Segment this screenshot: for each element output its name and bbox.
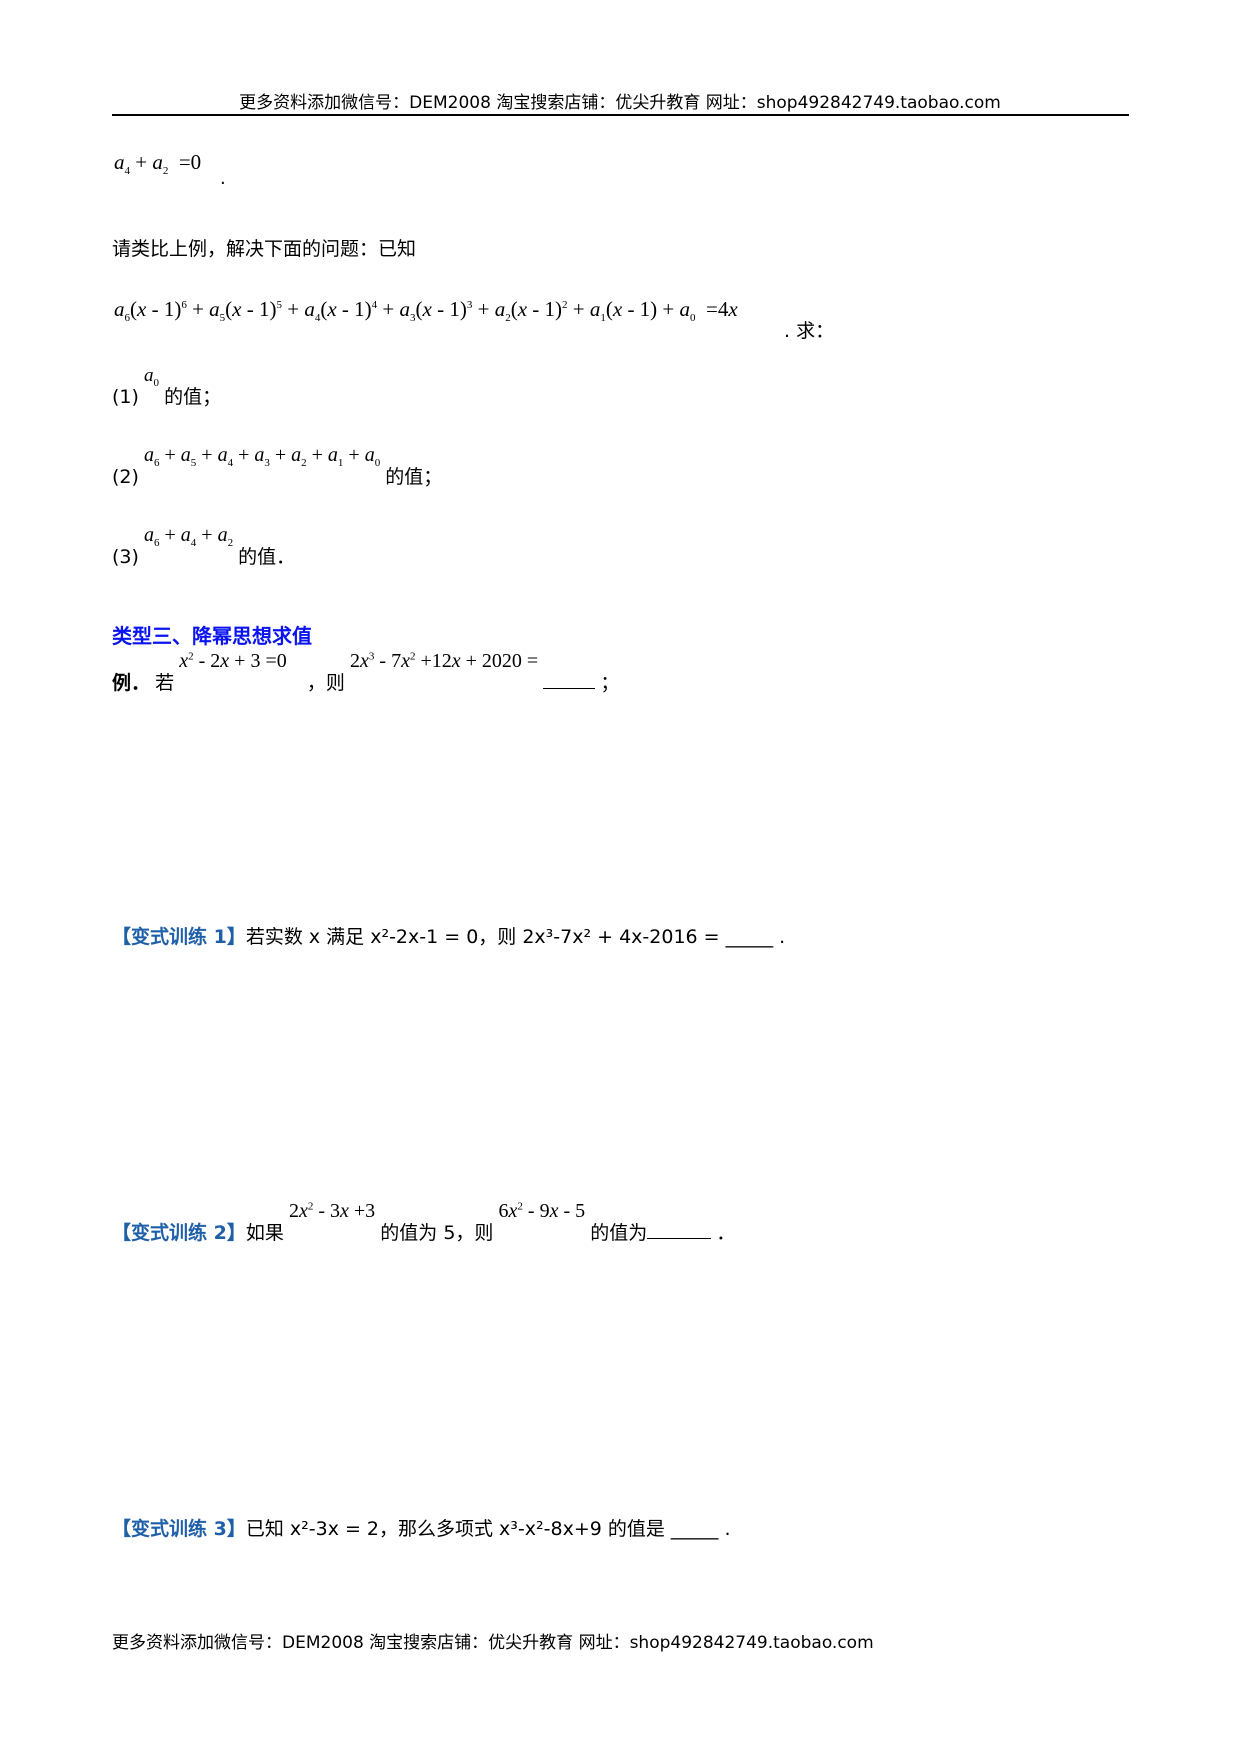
- header-divider: [112, 114, 1129, 116]
- question-number: (3): [112, 546, 139, 568]
- ask-text: . 求：: [784, 320, 835, 342]
- section-title: 类型三、降幂思想求值: [112, 624, 312, 648]
- variant-1: 【变式训练 1】若实数 x 满足 x²-2x-1 = 0，则 2x³-7x² +…: [112, 922, 785, 949]
- question-tail: 的值；: [385, 466, 443, 488]
- variant-label: 【变式训练 3】: [112, 1518, 246, 1540]
- given-equation: a6(x - 1)6 + a5(x - 1)5 + a4(x - 1)4 + a…: [114, 297, 738, 325]
- page-header: 更多资料添加微信号：DEM2008 淘宝搜索店铺：优尖升教育 网址：shop49…: [239, 93, 1001, 113]
- variant-3: 【变式训练 3】已知 x²-3x = 2，那么多项式 x³-x²-8x+9 的值…: [112, 1514, 731, 1541]
- variant-expression-1: 2x2 - 3x +3: [288, 1200, 376, 1222]
- example-line: 例． 若 x2 - 2x + 3 =0 ，则 2x3 - 7x2 +12x + …: [112, 650, 620, 695]
- variant-2: 【变式训练 2】如果 2x2 - 3x +3 的值为 5，则 6x2 - 9x …: [112, 1200, 736, 1245]
- variant-pre: 如果: [245, 1222, 284, 1244]
- page-footer: 更多资料添加微信号：DEM2008 淘宝搜索店铺：优尖升教育 网址：shop49…: [112, 1633, 874, 1653]
- question-number: (1): [112, 386, 139, 408]
- example-then: ，则: [306, 672, 345, 694]
- previous-equation-period: .: [220, 168, 226, 189]
- example-expression: 2x3 - 7x2 +12x + 2020 =: [350, 650, 539, 672]
- variant-text: 已知 x²-3x = 2，那么多项式 x³-x²-8x+9 的值是 _____ …: [245, 1518, 731, 1540]
- analogy-text: 请类比上例，解决下面的问题：已知: [112, 238, 417, 260]
- example-if: 若: [155, 672, 175, 694]
- previous-equation: a4 + a2 =0: [114, 150, 202, 178]
- question-3: (3) a6 + a4 + a2 的值．: [112, 524, 296, 569]
- example-condition: x2 - 2x + 3 =0: [179, 650, 287, 672]
- question-1: (1) a0 的值；: [112, 365, 222, 409]
- question-expression: a6 + a5 + a4 + a3 + a2 + a1 + a0: [144, 444, 381, 469]
- example-end: ；: [600, 672, 620, 694]
- question-tail: 的值；: [164, 386, 222, 408]
- variant-label: 【变式训练 1】: [112, 926, 246, 948]
- question-expression: a6 + a4 + a2: [144, 524, 234, 549]
- variant-post: 的值为: [590, 1222, 648, 1244]
- question-expression: a0: [144, 365, 160, 389]
- question-number: (2): [112, 466, 139, 488]
- variant-label: 【变式训练 2】: [112, 1222, 246, 1244]
- variant-text: 若实数 x 满足 x²-2x-1 = 0，则 2x³-7x² + 4x-2016…: [245, 926, 786, 948]
- variant-end: ．: [716, 1222, 736, 1244]
- variant-expression-2: 6x2 - 9x - 5: [498, 1200, 586, 1222]
- question-tail: 的值．: [238, 546, 296, 568]
- answer-blank[interactable]: [543, 670, 596, 689]
- variant-mid: 的值为 5，则: [380, 1222, 494, 1244]
- answer-blank[interactable]: [647, 1220, 712, 1239]
- example-label: 例．: [112, 672, 151, 694]
- question-2: (2) a6 + a5 + a4 + a3 + a2 + a1 + a0 的值；: [112, 444, 443, 489]
